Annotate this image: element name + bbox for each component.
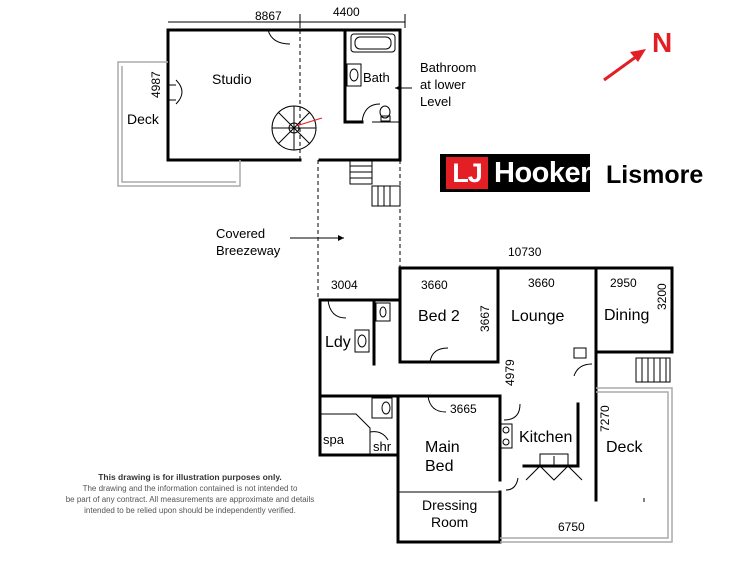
dim-dining-width: 2950 [610, 276, 637, 290]
room-spa: spa [323, 432, 345, 447]
bathroom-note-line1: Bathroom [420, 60, 476, 75]
room-dining: Dining [604, 307, 649, 324]
studio-building [117, 14, 412, 207]
lj-hooker-logo: LJ Hooker [440, 154, 591, 192]
office-name: Lismore [606, 161, 704, 189]
disclaimer-line1: The drawing and the information containe… [82, 484, 298, 493]
logo-hooker-text: Hooker [494, 157, 591, 189]
breezeway-label-line2: Breezeway [216, 243, 281, 258]
dim-bed2-depth: 3667 [478, 305, 492, 332]
dim-main-width: 10730 [508, 245, 542, 259]
room-lounge: Lounge [511, 308, 564, 325]
dim-bed2-width: 3660 [421, 278, 448, 292]
room-main-bed-line2: Bed [425, 458, 453, 475]
compass-label: N [652, 27, 672, 58]
room-dressing-line1: Dressing [422, 497, 477, 513]
room-bed2: Bed 2 [418, 308, 460, 325]
breezeway [290, 160, 401, 300]
logo-lj-mark: LJ [446, 157, 488, 189]
dim-bath-width: 4400 [333, 5, 360, 19]
disclaimer-heading: This drawing is for illustration purpose… [98, 472, 282, 482]
dim-deck-depth: 7270 [598, 405, 612, 432]
dim-lounge-width: 3660 [528, 276, 555, 290]
room-studio: Studio [212, 71, 252, 87]
bathroom-note-line3: Level [420, 94, 451, 109]
disclaimer-line3: intended to be relied upon should be ind… [84, 506, 296, 515]
room-laundry: Ldy [325, 334, 351, 351]
room-main-bed-line1: Main [425, 439, 460, 456]
breezeway-label-line1: Covered [216, 226, 265, 241]
disclaimer: This drawing is for illustration purpose… [40, 472, 340, 516]
dim-main-bed-width: 3665 [450, 402, 477, 416]
room-deck-upper: Deck [127, 111, 160, 127]
room-dressing-line2: Room [431, 514, 468, 530]
dim-deck-width: 6750 [558, 520, 585, 534]
dim-laundry-width: 3004 [331, 278, 358, 292]
room-deck-lower: Deck [606, 439, 643, 456]
dim-lounge-depth: 4979 [503, 359, 517, 386]
disclaimer-line2: be part of any contract. All measurement… [65, 495, 315, 504]
bathroom-note-line2: at lower [420, 77, 466, 92]
dim-studio-depth: 4987 [149, 71, 163, 98]
dim-dining-depth: 3200 [655, 283, 669, 310]
room-kitchen: Kitchen [519, 429, 572, 446]
dim-studio-width: 8867 [255, 9, 282, 23]
room-shower: shr [373, 439, 392, 454]
room-bath: Bath [363, 70, 390, 85]
north-arrow-icon [603, 49, 646, 82]
main-house [318, 266, 674, 544]
